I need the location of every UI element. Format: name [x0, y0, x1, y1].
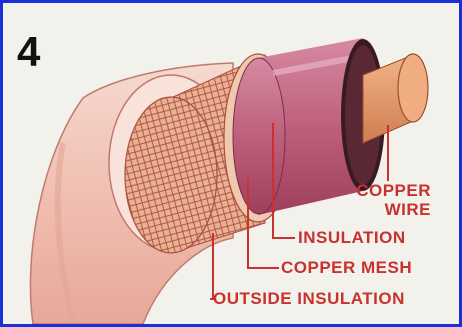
label-copper-mesh: COPPER MESH	[281, 259, 412, 276]
label-insulation: INSULATION	[298, 229, 406, 246]
label-outside-insulation: OUTSIDE INSULATION	[213, 290, 405, 307]
label-copper-wire-line2: WIRE	[356, 200, 431, 219]
label-copper-wire: COPPER WIRE	[356, 181, 431, 219]
label-copper-wire-line1: COPPER	[356, 181, 431, 200]
figure-number: 4	[17, 31, 40, 73]
